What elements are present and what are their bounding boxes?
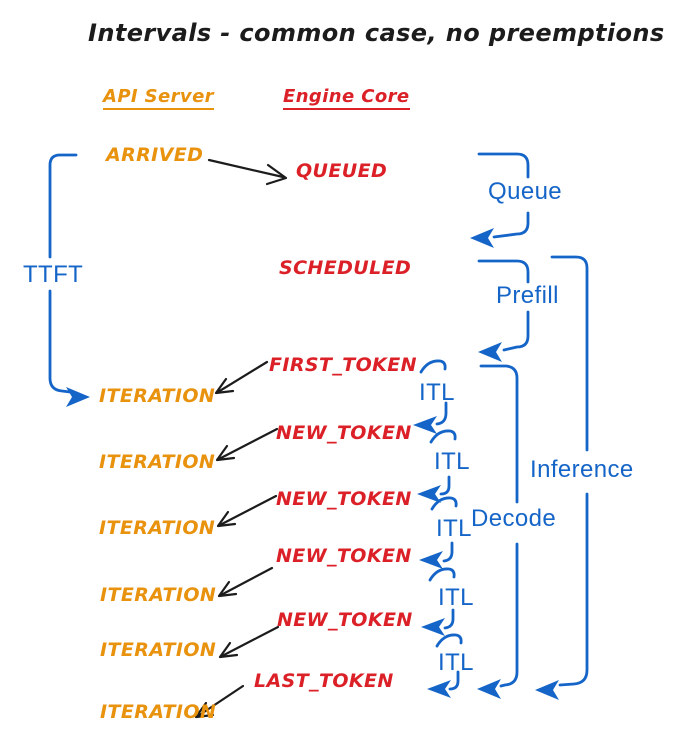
arrow-last-token-to-iteration bbox=[194, 684, 245, 719]
arrow-first-token-to-iteration bbox=[214, 360, 269, 395]
interval-label-itl-2: ITL bbox=[434, 448, 470, 475]
event-iteration-1: ITERATION bbox=[99, 385, 216, 407]
ttft-arrowhead bbox=[66, 387, 90, 407]
arrow-arrived-to-queued bbox=[207, 158, 288, 186]
event-iteration-3: ITERATION bbox=[99, 517, 216, 539]
interval-label-prefill: Prefill bbox=[496, 282, 559, 309]
event-arrived: ARRIVED bbox=[106, 144, 204, 166]
prefill-bracket bbox=[477, 259, 530, 362]
event-iteration-6: ITERATION bbox=[100, 701, 217, 723]
event-iteration-4: ITERATION bbox=[100, 584, 217, 606]
event-queued: QUEUED bbox=[296, 160, 388, 182]
event-new-token-2: NEW_TOKEN bbox=[276, 488, 412, 510]
interval-label-itl-1: ITL bbox=[419, 379, 455, 406]
interval-label-itl-5: ITL bbox=[438, 649, 474, 676]
event-first-token: FIRST_TOKEN bbox=[269, 354, 417, 376]
event-last-token: LAST_TOKEN bbox=[254, 670, 394, 692]
interval-label-itl-3: ITL bbox=[436, 515, 472, 542]
interval-label-itl-4: ITL bbox=[438, 584, 474, 611]
itl-bracket-1 bbox=[413, 359, 448, 434]
column-header-api-server: API Server bbox=[103, 88, 214, 110]
event-new-token-1: NEW_TOKEN bbox=[276, 422, 412, 444]
itl-bracket-3 bbox=[419, 496, 458, 569]
queue-bracket bbox=[470, 152, 530, 248]
inference-arrowhead bbox=[535, 680, 559, 700]
interval-label-queue: Queue bbox=[488, 178, 563, 205]
itl-arrowhead-4 bbox=[421, 618, 445, 636]
arrow-new-token3-to-iteration bbox=[217, 566, 274, 598]
event-new-token-4: NEW_TOKEN bbox=[277, 609, 413, 631]
prefill-arrowhead bbox=[478, 342, 502, 362]
itl-arrowhead-3 bbox=[419, 551, 443, 569]
decode-bracket bbox=[477, 364, 519, 699]
arrow-new-token4-to-iteration bbox=[218, 625, 280, 659]
event-new-token-3: NEW_TOKEN bbox=[276, 545, 412, 567]
itl-bracket-5 bbox=[427, 633, 463, 698]
queue-arrowhead bbox=[470, 228, 494, 248]
arrow-new-token2-to-iteration bbox=[216, 494, 278, 528]
event-iteration-2: ITERATION bbox=[99, 451, 216, 473]
decode-arrowhead bbox=[477, 679, 501, 699]
event-scheduled: SCHEDULED bbox=[279, 257, 412, 279]
itl-bracket-2 bbox=[417, 429, 457, 503]
column-header-engine-core: Engine Core bbox=[283, 88, 410, 110]
itl-arrowhead-5 bbox=[427, 680, 451, 698]
interval-label-decode: Decode bbox=[471, 505, 557, 532]
itl-arrowhead-1 bbox=[413, 416, 437, 434]
interval-label-ttft: TTFT bbox=[23, 261, 84, 288]
interval-label-inference: Inference bbox=[530, 456, 634, 483]
itl-bracket-4 bbox=[421, 567, 456, 636]
inference-bracket bbox=[535, 255, 589, 700]
itl-arrowhead-2 bbox=[417, 485, 441, 503]
ttft-bracket bbox=[48, 153, 90, 407]
event-iteration-5: ITERATION bbox=[100, 639, 217, 661]
page-title: Intervals - common case, no preemptions bbox=[88, 19, 665, 47]
arrow-new-token1-to-iteration bbox=[215, 427, 279, 462]
